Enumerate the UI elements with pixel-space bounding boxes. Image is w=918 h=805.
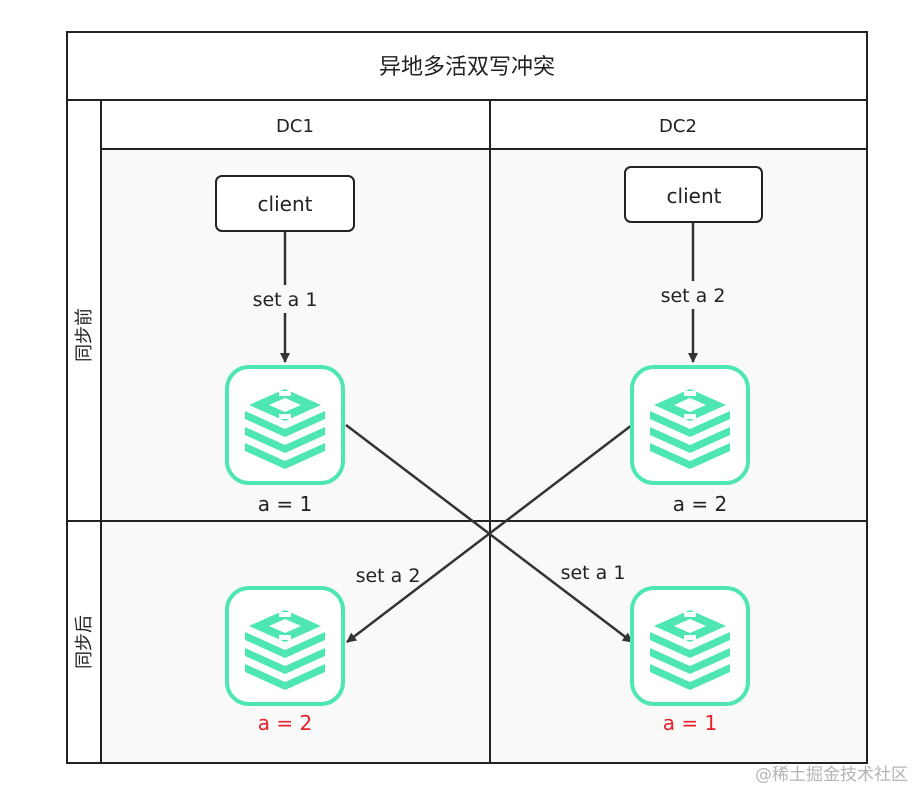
row-header-after: 同步后 — [74, 615, 95, 669]
value-dc1-after: a = 2 — [258, 711, 312, 735]
sync-arrow-dc2-to-dc1 — [346, 424, 633, 643]
column-header-dc2: DC2 — [659, 116, 697, 137]
diagram-title: 异地多活双写冲突 — [379, 55, 555, 80]
client-box-dc1: client — [215, 175, 355, 232]
value-dc2-before: a = 2 — [673, 492, 727, 516]
client-label: client — [667, 184, 722, 208]
command-label-dc1: set a 1 — [253, 289, 318, 311]
redis-icon — [225, 365, 345, 485]
redis-icon — [630, 586, 750, 706]
client-box-dc2: client — [624, 166, 763, 223]
value-dc2-after: a = 1 — [663, 711, 717, 735]
column-header-dc1: DC1 — [276, 116, 314, 137]
sync-label-to-dc1: set a 2 — [356, 565, 421, 587]
row-header-before: 同步前 — [74, 308, 95, 362]
redis-icon — [225, 586, 345, 706]
command-label-dc2: set a 2 — [661, 285, 726, 307]
value-dc1-before: a = 1 — [258, 492, 312, 516]
sync-label-to-dc2: set a 1 — [561, 562, 626, 584]
watermark: @稀土掘金技术社区 — [755, 765, 908, 785]
client-label: client — [258, 192, 313, 216]
redis-icon — [630, 365, 750, 485]
